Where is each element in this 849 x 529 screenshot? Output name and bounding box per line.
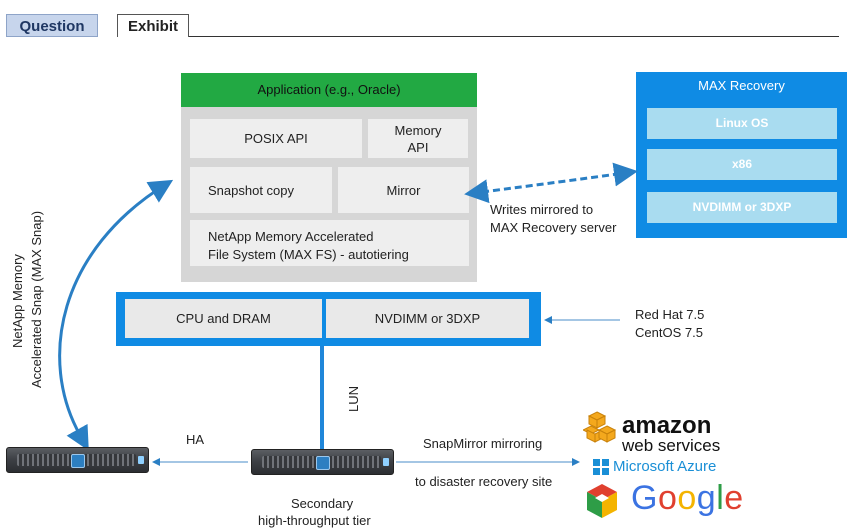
server-icon-ha	[6, 447, 149, 473]
max-recovery-item-memory: NVDIMM or 3DXP	[647, 192, 837, 223]
snapshot-copy-label: Snapshot copy	[208, 182, 295, 198]
azure-flag-icon	[593, 459, 609, 475]
netapp-logo-icon	[315, 456, 330, 470]
mirror-dashed-arrow	[464, 162, 638, 204]
posix-api-label: POSIX API	[244, 131, 308, 146]
server-icon-secondary	[251, 449, 394, 475]
memory-api-box: Memory API	[368, 119, 468, 158]
tab-divider	[189, 36, 839, 37]
netapp-logo-icon	[70, 454, 85, 468]
mirror-label: Mirror	[386, 182, 421, 198]
max-recovery-item-cpu: x86	[647, 149, 837, 180]
memory-api-label-line1: Memory	[394, 122, 442, 138]
aws-wordmark: amazon	[622, 412, 712, 439]
secondary-label-line2: high-throughput tier	[258, 513, 371, 528]
posix-api-box: POSIX API	[190, 119, 362, 158]
snapmirror-label: SnapMirror mirroring	[423, 436, 543, 451]
mirror-box: Mirror	[338, 167, 469, 213]
max-fs-label-line2: File System (MAX FS) - autotiering	[208, 247, 409, 262]
max-fs-label-line1: NetApp Memory Accelerated	[208, 229, 374, 244]
max-snap-arrow	[58, 179, 174, 451]
google-cloud-icon	[587, 484, 617, 518]
os-note-line1: Red Hat 7.5	[635, 307, 705, 322]
nvdimm-box: NVDIMM or 3DXP	[326, 299, 529, 338]
azure-wordmark: Microsoft Azure	[613, 458, 717, 475]
ha-label: HA	[186, 432, 205, 447]
application-bar: Application (e.g., Oracle)	[181, 73, 477, 107]
mirror-note-line1: Writes mirrored to	[490, 202, 594, 217]
aws-subtitle: web services	[622, 436, 721, 455]
secondary-label-line1: Secondary	[291, 496, 354, 511]
tab-question[interactable]: Question	[6, 14, 98, 37]
os-note-line2: CentOS 7.5	[635, 325, 703, 340]
aws-cubes-icon	[583, 411, 617, 443]
max-recovery-item-os: Linux OS	[647, 108, 837, 139]
google-wordmark: Google	[631, 479, 744, 517]
snapshot-copy-box: Snapshot copy	[190, 167, 332, 213]
tab-exhibit[interactable]: Exhibit	[117, 14, 189, 37]
mirror-note-line2: MAX Recovery server	[490, 220, 617, 235]
max-fs-box: NetApp Memory Accelerated File System (M…	[190, 220, 469, 266]
memory-api-label-line2: API	[407, 139, 429, 155]
max-recovery-title: MAX Recovery	[698, 78, 785, 93]
dr-site-label: to disaster recovery site	[415, 474, 553, 489]
